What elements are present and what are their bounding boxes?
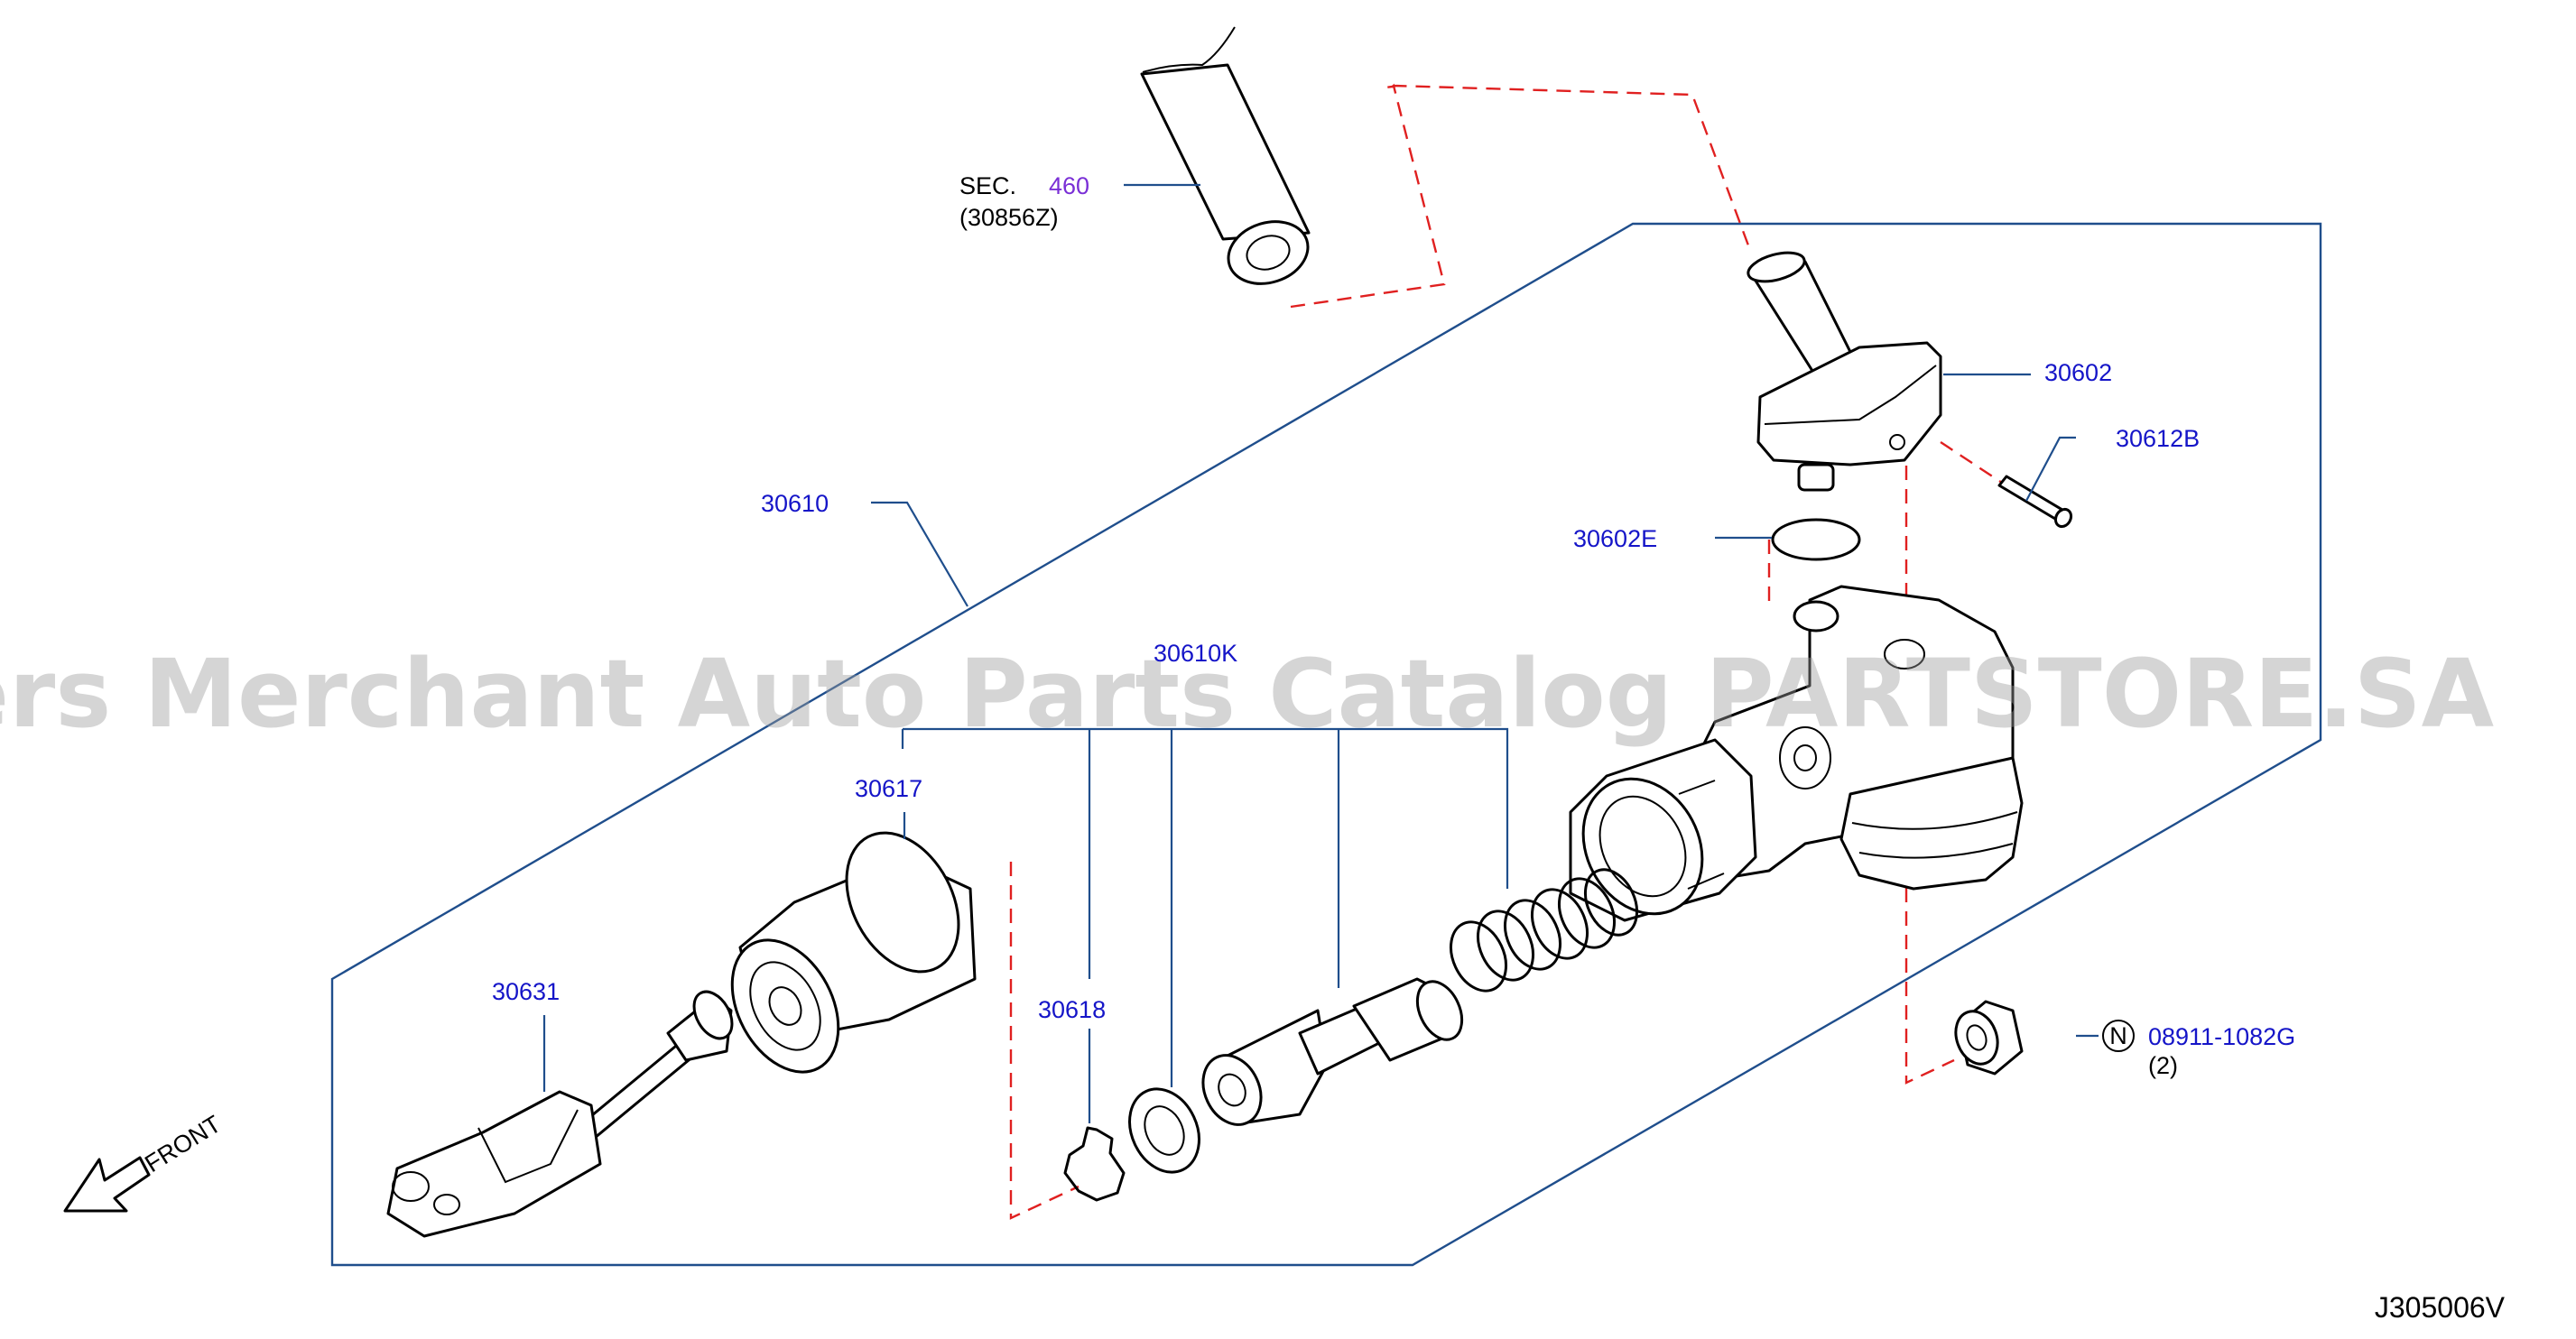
label-30610[interactable]: 30610 (761, 490, 829, 517)
label-nut-part[interactable]: 08911-1082G (2148, 1023, 2295, 1050)
snap-ring-30618 (1063, 1126, 1126, 1202)
label-30602[interactable]: 30602 (2044, 359, 2112, 386)
washer (1128, 1087, 1200, 1174)
assembly-guides (1009, 83, 2003, 1220)
label-nut-qty: (2) (2148, 1052, 2178, 1079)
label-30610k[interactable]: 30610K (1154, 640, 1237, 667)
label-30612b[interactable]: 30612B (2116, 425, 2200, 452)
watermark-text: Offers Merchant Auto Parts Catalog PARTS… (0, 639, 2494, 749)
o-ring-30602e (1771, 518, 1861, 561)
label-30631[interactable]: 30631 (492, 978, 560, 1005)
assembly-frame (330, 222, 2322, 1267)
boot-30617 (730, 831, 977, 1074)
flange-nut (1954, 1000, 2024, 1076)
label-sec-prefix: SEC. (959, 172, 1016, 199)
label-30602e[interactable]: 30602E (1573, 525, 1657, 552)
reservoir-cap-30602 (1747, 251, 1942, 492)
reference-code: J305006V (2375, 1291, 2506, 1324)
leader-lines (542, 183, 2135, 1123)
piston (1201, 977, 1464, 1126)
pin-30612b (1997, 475, 2073, 529)
push-rod-30631 (386, 990, 734, 1238)
hose-30856z (1140, 26, 1311, 285)
label-front: FRONT (140, 1110, 226, 1177)
label-nut-marker: N (2109, 1022, 2127, 1049)
label-30617[interactable]: 30617 (855, 775, 922, 802)
return-spring (1450, 868, 1639, 993)
label-sec-part: (30856Z) (959, 204, 1059, 231)
label-30618[interactable]: 30618 (1038, 996, 1106, 1023)
front-arrow-icon (63, 1156, 151, 1213)
label-sec-number[interactable]: 460 (1049, 172, 1089, 199)
